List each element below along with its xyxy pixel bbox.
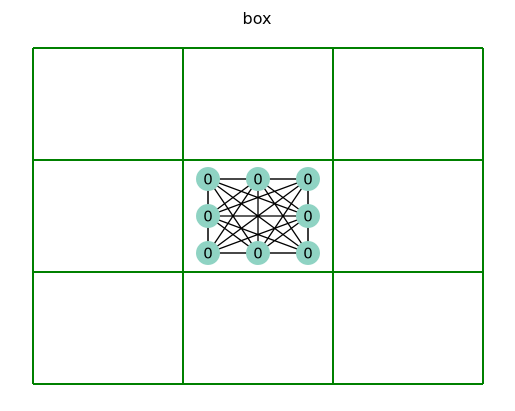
node-circle xyxy=(296,241,320,265)
graph-edge xyxy=(207,215,309,254)
node-label: 0 xyxy=(203,171,213,189)
box-grid xyxy=(32,47,484,385)
node-label: 0 xyxy=(303,171,313,189)
node-circle xyxy=(196,241,220,265)
node-label: 0 xyxy=(253,245,263,263)
node-circle xyxy=(296,204,320,228)
node-circle xyxy=(246,167,270,191)
graph-node: 0 xyxy=(196,241,220,265)
graph-node: 0 xyxy=(246,241,270,265)
graph-node: 0 xyxy=(246,167,270,191)
graph-edge xyxy=(207,178,309,217)
node-label: 0 xyxy=(253,171,263,189)
graph-node: 0 xyxy=(296,204,320,228)
node-circle xyxy=(296,167,320,191)
graph-node: 0 xyxy=(196,167,220,191)
node-label: 0 xyxy=(303,245,313,263)
graph-node: 0 xyxy=(296,167,320,191)
node-label: 0 xyxy=(203,208,213,226)
graph-node: 0 xyxy=(196,204,220,228)
figure-title: box xyxy=(243,9,272,28)
node-circle xyxy=(196,167,220,191)
node-circle xyxy=(196,204,220,228)
node-label: 0 xyxy=(303,208,313,226)
node-circle xyxy=(246,241,270,265)
graph-nodes: 0 0 0 0 0 0 0 0 xyxy=(196,167,320,265)
node-label: 0 xyxy=(203,245,213,263)
graph-node: 0 xyxy=(296,241,320,265)
